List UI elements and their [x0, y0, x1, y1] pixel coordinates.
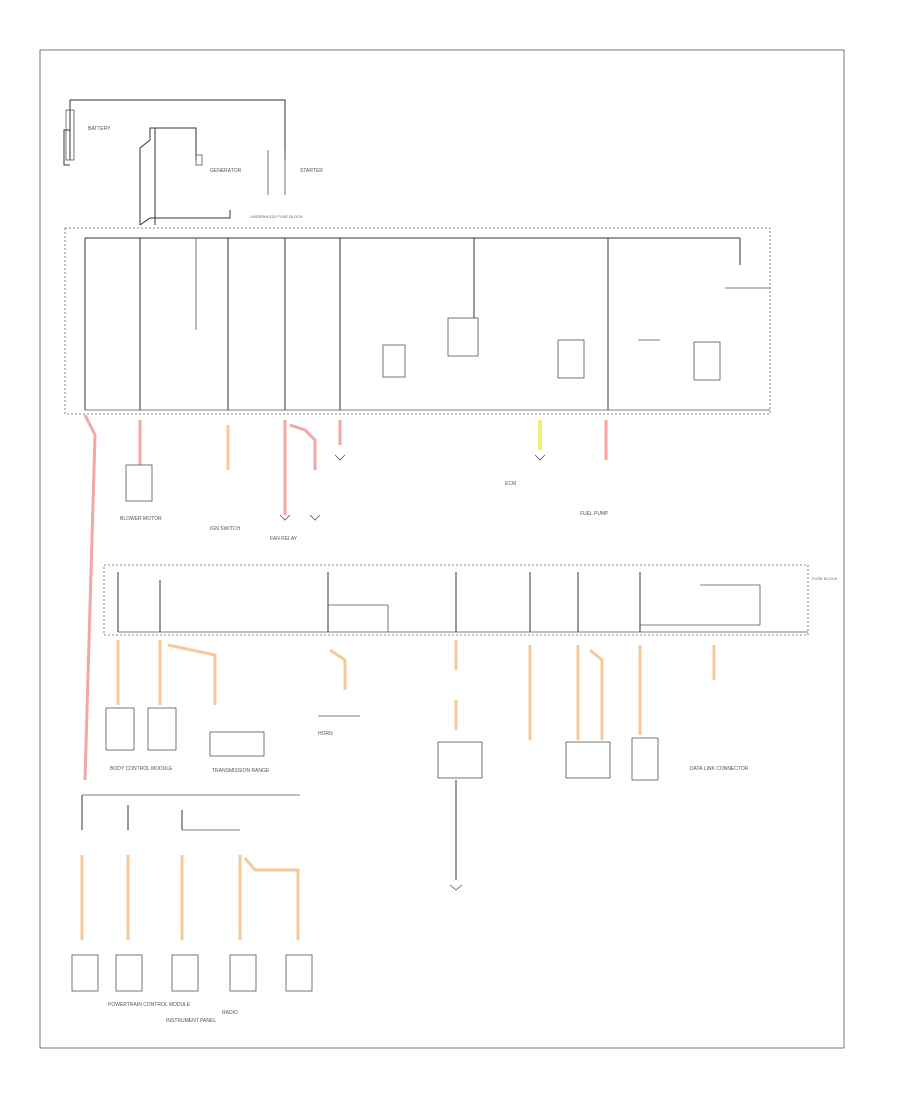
battery-symbol	[65, 109, 75, 161]
top-component-label-2: FAN RELAY	[270, 536, 298, 542]
wire-orange-10	[589, 648, 604, 740]
bottom-component-box-3	[171, 954, 199, 992]
relay-box-3	[693, 341, 721, 381]
bottom-component-label-2: INSTRUMENT PANEL	[166, 1018, 216, 1024]
mid-component-box-1	[105, 707, 135, 751]
fuse-block-mid-label: FUSE BLOCK	[812, 576, 838, 581]
blower-motor-box	[125, 464, 153, 502]
bottom-component-label-5: POWERTRAIN CONTROL MODULE	[108, 1002, 191, 1008]
middle-fuse-block: FUSE BLOCK	[103, 564, 838, 636]
top-fuse-block	[64, 227, 771, 415]
fuse-block-top-label: UNDERHOOD FUSE BLOCK	[250, 214, 303, 219]
battery-label: BATTERY	[88, 126, 111, 132]
wire-orange-5	[329, 648, 347, 690]
wire-orange-4	[167, 643, 217, 705]
bottom-component-box-5	[285, 954, 313, 992]
bottom-component-label-4: DATA LINK CONNECTOR	[690, 766, 749, 772]
relay-box-1	[447, 317, 479, 357]
fuse-relay-1	[382, 344, 406, 378]
wire-pink-1	[83, 414, 97, 781]
top-fuse-block-border	[64, 227, 771, 415]
mid-component-box-5	[565, 741, 611, 779]
generator-label: GENERATOR	[210, 168, 242, 174]
mid-component-box-6	[631, 737, 659, 781]
top-component-label-1: IGN SWITCH	[210, 526, 240, 532]
diagram-frame	[39, 49, 845, 1049]
wire-pink-4	[289, 423, 317, 470]
relay-box-2	[557, 339, 585, 379]
top-component-label-4: FUEL PUMP	[580, 511, 609, 517]
bottom-component-label-3: HORN	[318, 731, 333, 737]
battery-section: BATTERY GENERATOR STARTER UNDERHOOD FUSE…	[63, 99, 323, 226]
bottom-component-label-6: RADIO	[222, 1010, 238, 1016]
mid-component-box-3	[209, 731, 265, 757]
top-component-label-3: ECM	[505, 481, 516, 487]
wire-orange-17	[243, 857, 300, 940]
bottom-component-box-1	[71, 954, 99, 992]
bottom-component-label-0: BODY CONTROL MODULE	[110, 766, 173, 772]
top-component-label-0: BLOWER MOTOR	[120, 516, 162, 522]
mid-component-box-2	[147, 707, 177, 751]
bottom-component-box-2	[115, 954, 143, 992]
mid-fuse-block-border	[103, 564, 809, 636]
bottom-component-box-4	[229, 954, 257, 992]
starter-label: STARTER	[300, 168, 323, 174]
bottom-component-label-1: TRANSMISSION RANGE	[212, 768, 270, 774]
generator-symbol	[195, 154, 203, 166]
mid-component-box-4	[437, 741, 483, 779]
